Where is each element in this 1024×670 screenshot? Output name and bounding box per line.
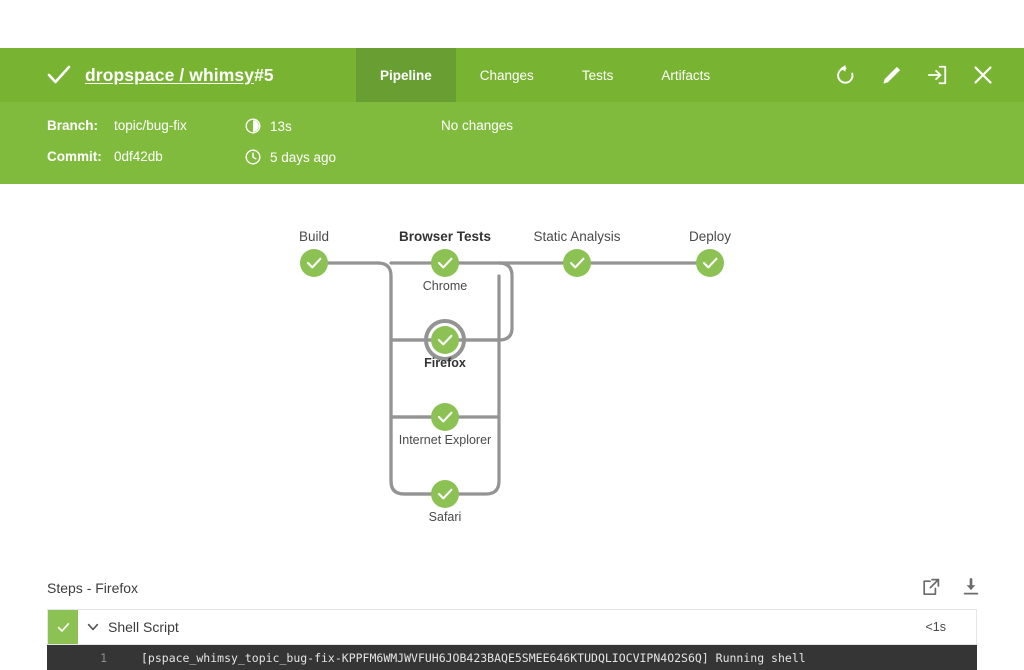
download-button[interactable] xyxy=(960,576,982,598)
console-log-panel[interactable]: 1 [pspace_whimsy_topic_bug-fix-KPPFM6WMJ… xyxy=(47,645,977,670)
steps-actions xyxy=(920,576,982,598)
duration-value: 13s xyxy=(270,118,292,134)
edit-button[interactable] xyxy=(868,48,914,102)
tab-artifacts[interactable]: Artifacts xyxy=(661,67,711,83)
edit-icon xyxy=(880,64,903,87)
expand-toggle[interactable] xyxy=(78,610,108,644)
pipeline-node-internet-explorer[interactable] xyxy=(431,403,459,431)
run-subheader: Branch: topic/bug-fix Commit: 0df42db 13… xyxy=(0,102,1024,184)
run-header-title-zone: dropspace / whimsy#5 xyxy=(0,48,356,102)
tab-tests[interactable]: Tests xyxy=(581,67,614,83)
pipeline-node-deploy[interactable] xyxy=(696,249,724,277)
chevron-down-icon xyxy=(86,620,100,634)
pipeline-graph: Build Browser Tests Static Analysis Depl… xyxy=(0,184,1024,562)
check-icon xyxy=(56,620,71,635)
open-external-button[interactable] xyxy=(920,576,942,598)
stage-label-static-analysis: Static Analysis xyxy=(533,229,621,244)
check-icon xyxy=(46,62,72,88)
steps-section: Steps - Firefox xyxy=(0,562,1024,670)
download-icon xyxy=(961,577,981,597)
duration-row: 13s xyxy=(245,118,292,134)
go-to-classic-button[interactable] xyxy=(914,48,960,102)
node-label-chrome: Chrome xyxy=(422,279,468,293)
header-tabs: Pipeline Changes Tests Artifacts xyxy=(356,48,734,102)
changes-summary: No changes xyxy=(441,118,514,133)
stage-label-deploy: Deploy xyxy=(688,229,732,244)
steps-title: Steps - Firefox xyxy=(47,580,139,596)
step-status-success xyxy=(48,610,78,644)
commit-label: Commit: xyxy=(47,149,102,164)
time-row: 5 days ago xyxy=(245,149,336,165)
node-label-internet-explorer: Internet Explorer xyxy=(398,433,492,447)
clock-icon xyxy=(245,149,261,165)
close-icon xyxy=(971,63,995,87)
step-name: Shell Script xyxy=(108,619,179,635)
top-white-strip xyxy=(0,0,1024,48)
node-label-firefox: Firefox xyxy=(424,356,466,370)
login-icon xyxy=(926,64,948,86)
step-duration: <1s xyxy=(925,620,946,634)
commit-row: Commit: 0df42db xyxy=(47,149,163,164)
pipeline-node-chrome[interactable] xyxy=(431,249,459,277)
build-number: #5 xyxy=(254,64,274,85)
tab-changes[interactable]: Changes xyxy=(479,67,534,83)
duration-icon xyxy=(245,118,261,134)
pipeline-node-safari[interactable] xyxy=(431,480,459,508)
project-link[interactable]: dropspace / whimsy xyxy=(85,64,255,85)
pipeline-nodes xyxy=(300,249,724,508)
pipeline-node-build[interactable] xyxy=(300,249,328,277)
node-label-safari: Safari xyxy=(428,510,462,524)
pipeline-node-firefox[interactable] xyxy=(424,319,466,361)
branch-row: Branch: topic/bug-fix xyxy=(47,118,187,133)
tab-pipeline[interactable]: Pipeline xyxy=(356,48,456,102)
pipeline-node-static-analysis[interactable] xyxy=(563,249,591,277)
close-button[interactable] xyxy=(960,48,1006,102)
run-header: dropspace / whimsy#5 Pipeline Changes Te… xyxy=(0,48,1024,102)
stage-label-build: Build xyxy=(298,229,330,244)
page-title[interactable]: dropspace / whimsy#5 xyxy=(85,65,274,86)
rerun-button[interactable] xyxy=(822,48,868,102)
table-row[interactable]: Shell Script <1s xyxy=(47,609,977,645)
commit-value: 0df42db xyxy=(114,149,163,164)
log-line-text: [pspace_whimsy_topic_bug-fix-KPPFM6WMJWV… xyxy=(141,650,806,665)
branch-label: Branch: xyxy=(47,118,99,133)
open-external-icon xyxy=(921,577,941,597)
header-actions xyxy=(822,48,1024,102)
stage-label-browser-tests: Browser Tests xyxy=(398,229,492,244)
log-line-number: 1 xyxy=(100,650,107,665)
time-value: 5 days ago xyxy=(270,149,337,165)
rerun-icon xyxy=(834,64,857,87)
list-item: 1 [pspace_whimsy_topic_bug-fix-KPPFM6WMJ… xyxy=(47,645,977,670)
branch-value: topic/bug-fix xyxy=(114,118,187,133)
